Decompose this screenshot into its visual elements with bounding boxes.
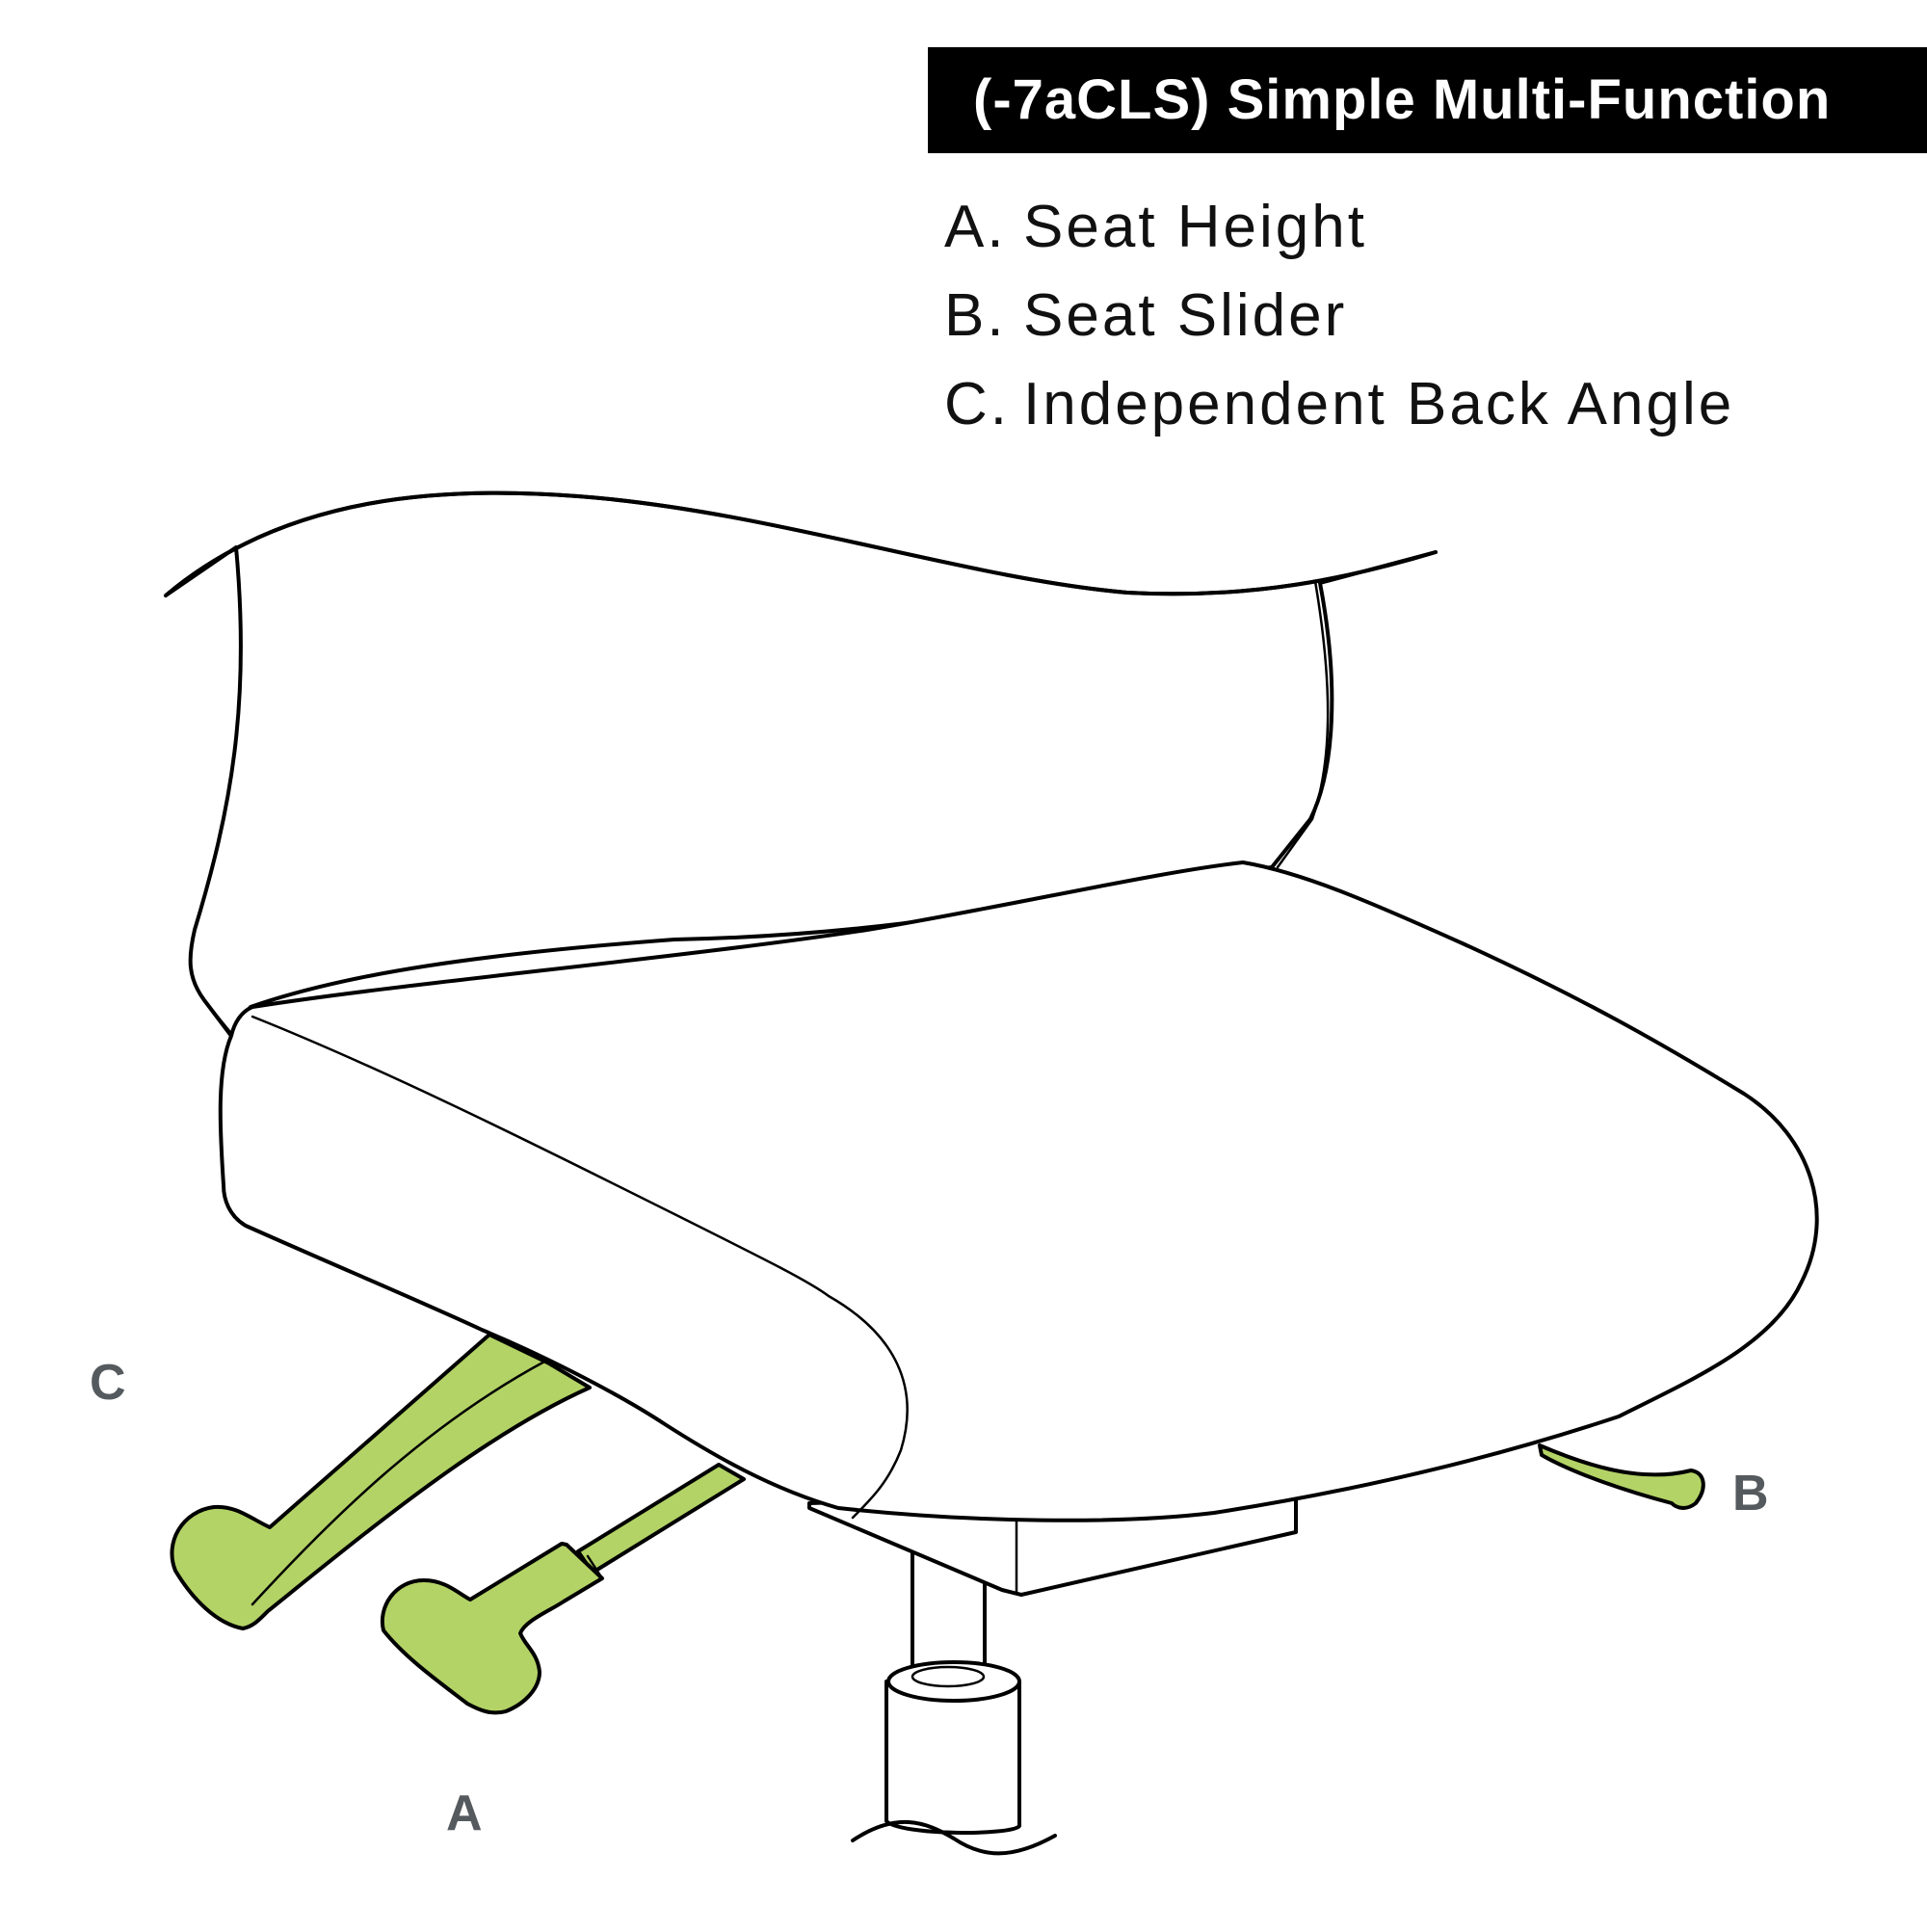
callout-b: B (1732, 1466, 1769, 1522)
legend-item-b: B.Seat Slider (944, 272, 1734, 360)
legend-item-a: A.Seat Height (944, 183, 1734, 272)
legend: A.Seat Height B.Seat Slider C.Independen… (944, 183, 1734, 449)
lever-b (1538, 1443, 1705, 1510)
legend-label: Seat Height (1023, 194, 1367, 260)
legend-label: Independent Back Angle (1023, 371, 1735, 437)
callout-c: C (90, 1355, 126, 1411)
callout-a: A (446, 1786, 483, 1841)
backrest-left-edge (189, 545, 243, 1039)
legend-key: C. (944, 371, 1010, 437)
cylinder (884, 1680, 1021, 1835)
legend-key: A. (944, 194, 1007, 260)
seat (218, 860, 1819, 1522)
cylinder-ring (911, 1665, 986, 1688)
lever-c (170, 1333, 592, 1630)
backrest-right-edge (1276, 579, 1330, 869)
lever-a (380, 1542, 604, 1715)
seat-front-edge (251, 1015, 909, 1520)
header-bar (928, 47, 1927, 153)
lever-c-groove (251, 1359, 548, 1606)
legend-item-c: C.Independent Back Angle (944, 360, 1734, 449)
cylinder-top (886, 1660, 1021, 1703)
diagram-title: (-7aCLS) Simple Multi-Function (973, 68, 1832, 131)
backrest-top-edge (164, 490, 1438, 597)
lever-a-collar (586, 1554, 604, 1580)
legend-label: Seat Slider (1023, 282, 1348, 349)
legend-key: B. (944, 282, 1007, 349)
cylinder-cut (851, 1819, 1057, 1856)
lever-a-rod (576, 1463, 746, 1575)
